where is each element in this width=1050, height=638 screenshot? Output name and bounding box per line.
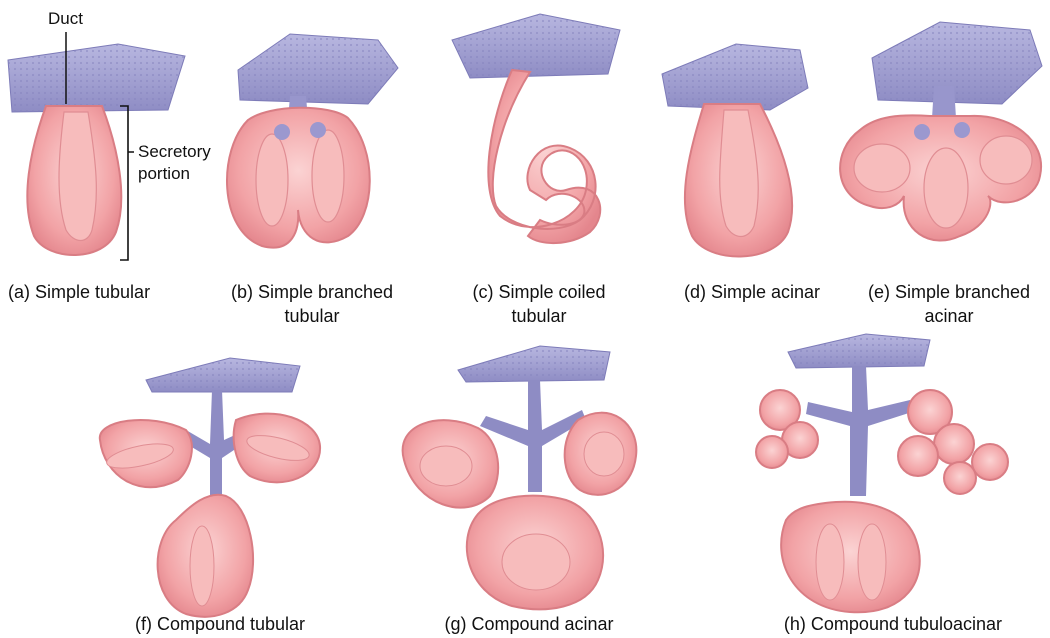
gland-compound-tubuloacinar [756, 334, 1008, 612]
caption-simple-branched-tubular-line1: (b) Simple branched [214, 280, 410, 304]
caption-compound-tubular: (f) Compound tubular [110, 612, 330, 636]
label-secretory-line1: Secretory [138, 141, 211, 163]
label-secretory-line2: portion [138, 163, 190, 185]
caption-simple-coiled-tubular-line2: tubular [456, 304, 622, 328]
secretory-bracket [120, 106, 134, 260]
gland-simple-branched-acinar [840, 22, 1042, 241]
caption-simple-branched-acinar-line1: (e) Simple branched [852, 280, 1046, 304]
gland-simple-branched-tubular [227, 34, 398, 248]
caption-simple-branched-tubular-line2: tubular [214, 304, 410, 328]
caption-simple-coiled-tubular-line1: (c) Simple coiled [456, 280, 622, 304]
caption-compound-acinar: (g) Compound acinar [424, 612, 634, 636]
gland-compound-acinar [403, 346, 637, 609]
gland-simple-coiled-tubular [452, 14, 620, 243]
label-duct: Duct [48, 8, 83, 30]
caption-simple-branched-acinar-line2: acinar [852, 304, 1046, 328]
caption-simple-tubular: (a) Simple tubular [8, 280, 150, 304]
gland-compound-tubular [100, 358, 320, 617]
caption-compound-tubuloacinar: (h) Compound tubuloacinar [766, 612, 1020, 636]
gland-simple-acinar [662, 44, 808, 257]
caption-simple-acinar: (d) Simple acinar [664, 280, 840, 304]
